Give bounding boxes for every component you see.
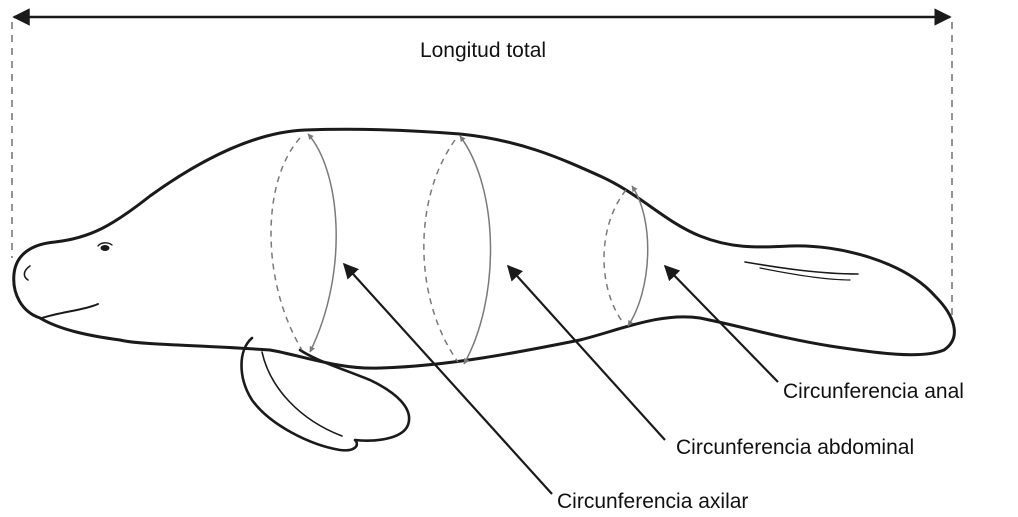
abdominal-circumference-label: Circunferencia abdominal — [676, 436, 914, 459]
anal-ring-back — [604, 190, 626, 324]
axillary-ring-front — [308, 134, 336, 352]
axillary-ring-back — [271, 138, 302, 350]
total-length-dimension: Longitud total — [12, 17, 952, 320]
axillary-circumference-label: Circunferencia axilar — [557, 490, 748, 513]
manatee-eye — [101, 245, 110, 251]
abdominal-leader-arrow — [508, 266, 665, 440]
axillary-leader-arrow — [344, 264, 552, 494]
manatee-snout-detail — [24, 266, 30, 280]
manatee-body-outline — [14, 129, 955, 368]
total-length-label: Longitud total — [420, 39, 546, 62]
manatee-mouth-line — [42, 304, 98, 318]
anal-ring — [604, 186, 648, 326]
abdominal-ring-front — [460, 136, 491, 364]
label-leaders — [344, 264, 778, 494]
anal-circumference-label: Circunferencia anal — [783, 380, 964, 403]
anal-leader-arrow — [665, 266, 778, 382]
abdominal-ring-back — [424, 140, 458, 362]
axillary-ring — [271, 134, 336, 352]
abdominal-ring — [424, 136, 491, 364]
manatee-flipper — [242, 338, 410, 450]
anal-ring-front — [628, 186, 648, 326]
